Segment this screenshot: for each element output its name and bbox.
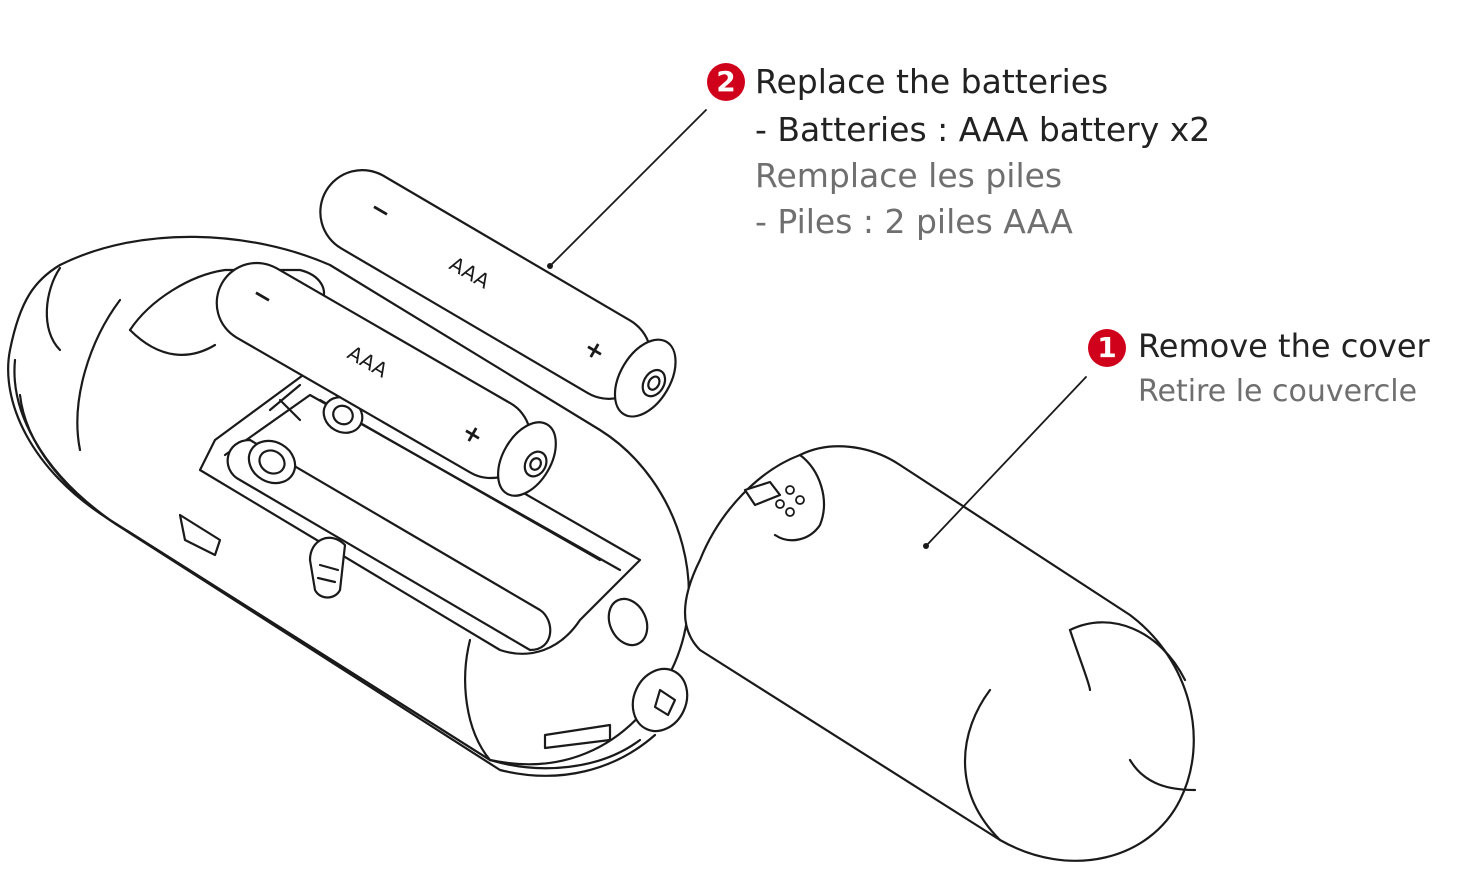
- leader-lines: [549, 109, 1087, 547]
- step-1-title-fr: Retire le couvercle: [1138, 374, 1418, 409]
- step-1-badge: 1: [1088, 329, 1126, 367]
- battery-cover: [684, 445, 1197, 862]
- step-2-badge: 2: [707, 63, 745, 101]
- step-2-spec: - Batteries : AAA battery x2: [755, 110, 1211, 149]
- battery-top: [319, 169, 677, 418]
- installed-battery: [226, 396, 602, 652]
- battery-middle: [215, 261, 557, 497]
- step-2-title-fr: Remplace les piles: [755, 156, 1063, 195]
- step-1-title: Remove the cover: [1138, 327, 1430, 365]
- step-2-title: Replace the batteries: [755, 62, 1109, 101]
- step-2-spec-fr: - Piles : 2 piles AAA: [755, 202, 1073, 241]
